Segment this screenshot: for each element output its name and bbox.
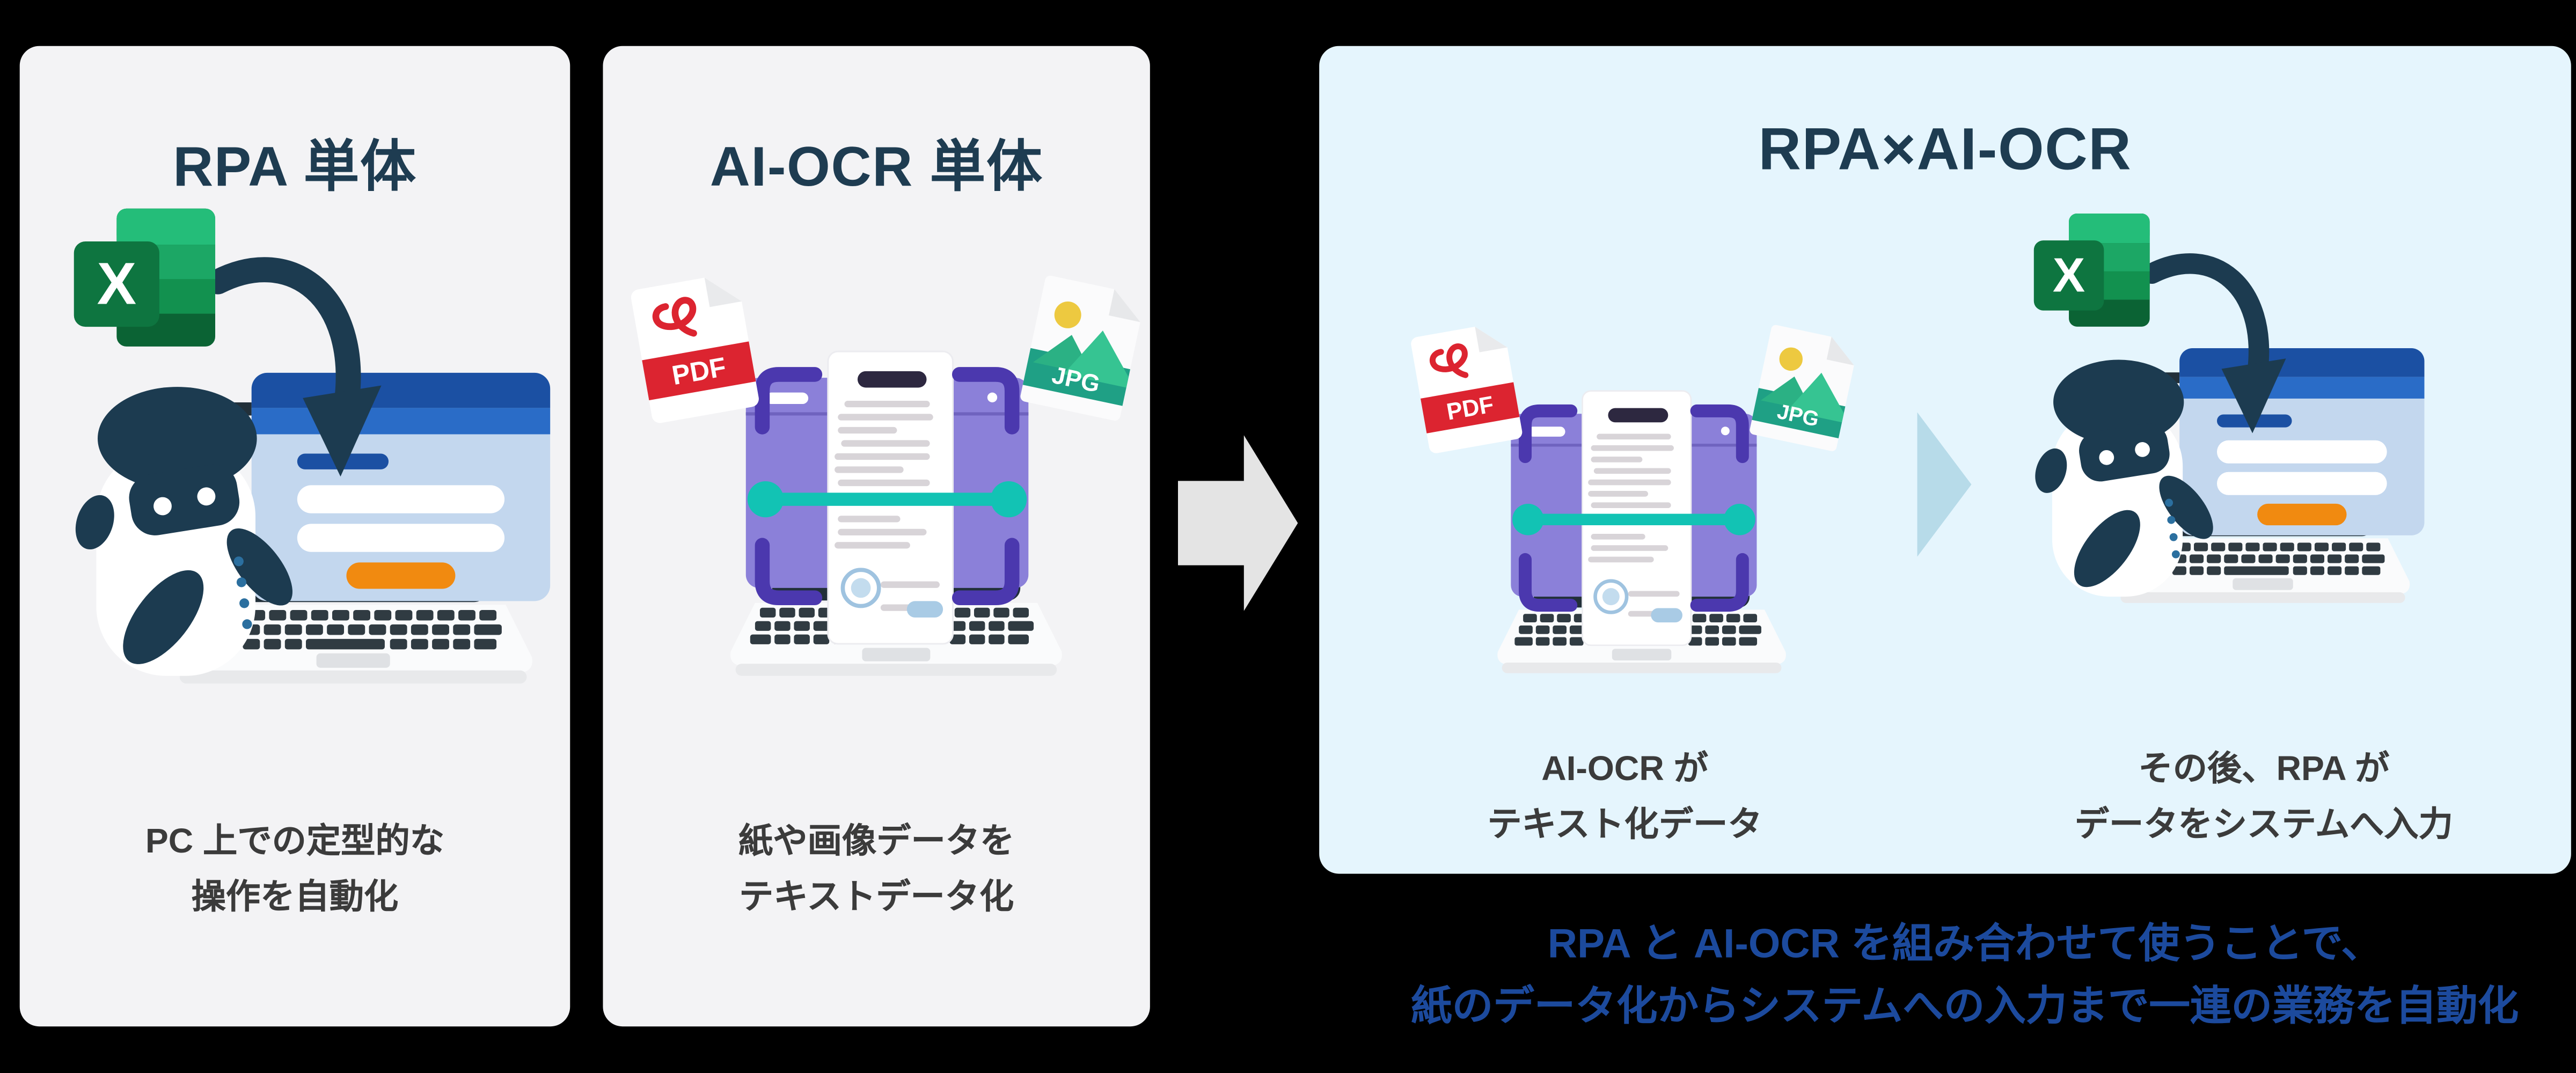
panel-rpa-title: RPA 単体 — [173, 136, 417, 199]
panel-rpa: RPA 単体 — [19, 46, 570, 1027]
excel-letter: X — [97, 251, 137, 317]
curved-arrow-icon — [2141, 253, 2286, 433]
panel-rpa-caption-line2: 操作を自動化 — [191, 878, 399, 917]
aiocr-illustration: PDF JPG — [631, 275, 1140, 719]
combo-aiocr-illustration: PDF JPG — [1411, 325, 1854, 711]
scan-bar — [1512, 504, 1755, 535]
curved-arrow-icon — [205, 257, 382, 477]
bottom-note-line1: RPA と AI-OCR を組み合わせて使うことで、 — [1547, 921, 2382, 968]
panel-aiocr-caption: 紙や画像データを テキストデータ化 — [603, 814, 1150, 926]
excel-icon: X — [2033, 213, 2150, 327]
panel-aiocr-caption-line1: 紙や画像データを — [738, 822, 1015, 861]
ocr-scan-window — [1511, 390, 1757, 646]
jpg-file-icon: JPG — [1750, 325, 1854, 451]
combo-caption-left-line1: AI-OCR が — [1541, 750, 1708, 789]
panel-aiocr-title: AI-OCR 単体 — [709, 136, 1043, 199]
panel-rpa-caption: PC 上での定型的な 操作を自動化 — [20, 814, 570, 926]
panel-rpa-caption-line1: PC 上での定型的な — [145, 822, 445, 861]
robot-icon — [2035, 359, 2213, 597]
pdf-file-icon: PDF — [1411, 327, 1523, 453]
combo-caption-left: AI-OCR が テキスト化データ — [1411, 743, 1839, 854]
panel-aiocr-caption-line2: テキストデータ化 — [738, 878, 1014, 917]
scan-bar — [747, 481, 1027, 518]
excel-icon: X — [74, 208, 216, 347]
panel-combo: RPA×AI-OCR — [1319, 46, 2571, 874]
robot-icon — [75, 387, 292, 676]
excel-letter: X — [2053, 248, 2085, 303]
bottom-note-line2: 紙のデータ化からシステムへの入力まで一連の業務を自動化 — [1411, 983, 2519, 1030]
pdf-file-icon: PDF — [631, 277, 759, 423]
combo-caption-right-line1: その後、RPA が — [2138, 750, 2390, 789]
combo-caption-left-line2: テキスト化データ — [1487, 806, 1762, 844]
rpa-illustration: X — [74, 208, 567, 688]
ocr-scan-window — [745, 350, 1029, 645]
big-arrow-icon — [1177, 435, 1298, 611]
combo-caption-right: その後、RPA が データをシステムへ入力 — [2050, 743, 2477, 854]
bottom-note: RPA と AI-OCR を組み合わせて使うことで、 紙のデータ化からシステムへ… — [1334, 913, 2576, 1038]
panel-aiocr: AI-OCR 単体 — [603, 46, 1150, 1027]
scan-corner-brackets — [1518, 404, 1749, 612]
panel-combo-title: RPA×AI-OCR — [1758, 115, 2132, 182]
scan-corner-brackets — [755, 367, 1020, 606]
combo-caption-right-line2: データをシステムへ入力 — [2074, 806, 2453, 844]
jpg-file-icon: JPG — [1020, 275, 1140, 421]
combo-rpa-illustration: X — [2033, 213, 2438, 607]
